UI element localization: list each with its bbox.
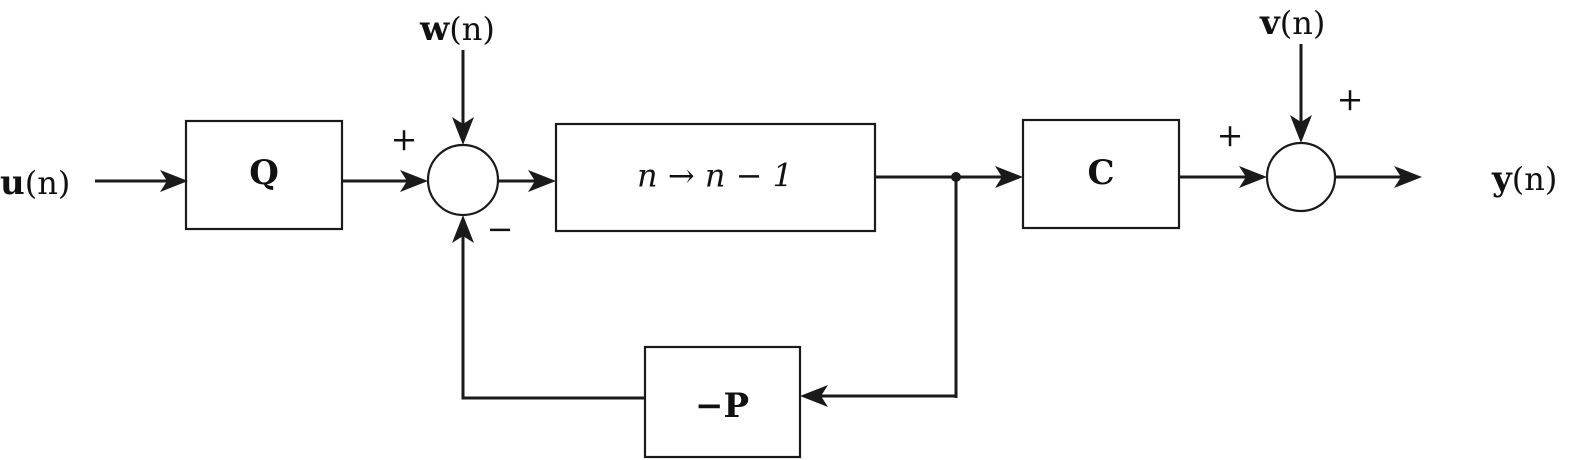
sign-plus-sum2-left: + — [1217, 116, 1244, 154]
block-neg-p — [643, 345, 802, 459]
wire-p-to-sum1 — [461, 230, 645, 400]
sign-minus-sum1: − — [487, 210, 514, 248]
arrowhead-output-y — [1394, 166, 1422, 188]
branch-point-dot — [951, 172, 961, 182]
block-q — [184, 119, 344, 231]
sign-plus-sum1: + — [391, 120, 418, 158]
block-c-label: C — [1087, 153, 1114, 193]
arrowhead-v-into-sum2 — [1290, 115, 1312, 143]
arrowhead-into-delay — [528, 170, 556, 192]
block-c — [1021, 118, 1181, 230]
signal-y-label: y(n) — [1491, 159, 1557, 199]
arrowhead-into-sum2 — [1239, 166, 1267, 188]
arrowhead-into-q — [160, 170, 188, 192]
signal-w-label: w(n) — [419, 9, 495, 49]
sign-plus-sum2-top: + — [1337, 80, 1364, 118]
arrowhead-into-neg-p — [800, 385, 828, 407]
sum-junction-1 — [426, 143, 500, 217]
arrowhead-w-into-sum1 — [452, 117, 474, 145]
arrowhead-into-c — [995, 166, 1023, 188]
block-neg-p-label: −P — [695, 386, 749, 426]
signal-u-label: u(n) — [0, 163, 70, 203]
block-delay — [554, 122, 877, 233]
signal-v-label: v(n) — [1259, 3, 1325, 43]
arrowhead-feedback-into-sum1 — [452, 215, 474, 243]
arrowhead-into-sum1 — [400, 170, 428, 192]
block-q-label: Q — [249, 153, 279, 193]
block-delay-label: n → n − 1 — [637, 157, 793, 195]
sum-junction-2 — [1265, 141, 1337, 213]
